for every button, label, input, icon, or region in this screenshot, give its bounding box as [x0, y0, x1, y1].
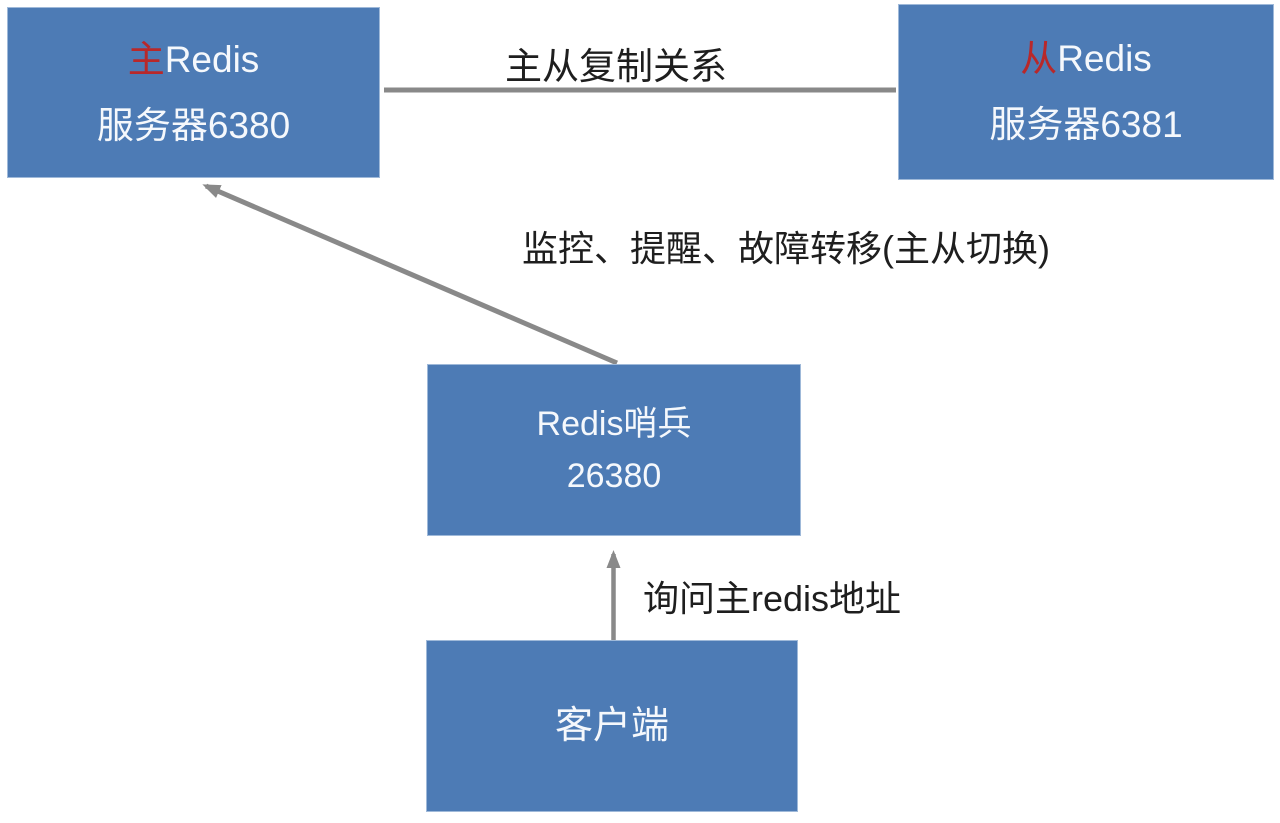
slave-role-char: 从 [1020, 38, 1058, 79]
edge-query-label: 询问主redis地址 [643, 578, 902, 619]
sentinel-title: Redis哨兵 [536, 405, 692, 443]
node-slave-redis: 从Redis 服务器6381 [898, 4, 1274, 180]
master-role-char: 主 [127, 38, 165, 80]
node-master-redis: 主Redis 服务器6380 [7, 7, 380, 178]
master-name-rest: Redis [164, 38, 260, 80]
sentinel-port: 26380 [566, 457, 662, 495]
node-redis-sentinel: Redis哨兵 26380 [427, 364, 801, 536]
master-subtitle: 服务器6380 [96, 104, 291, 146]
slave-title: 从Redis [1020, 26, 1152, 92]
edge-monitoring-label: 监控、提醒、故障转移(主从切换) [522, 228, 1050, 269]
node-client: 客户端 [426, 640, 798, 812]
slave-name-rest: Redis [1057, 38, 1152, 79]
client-title: 客户端 [554, 705, 669, 747]
master-title: 主Redis [128, 27, 260, 93]
edge-monitoring-arrow [202, 183, 618, 366]
edge-replication-label: 主从复制关系 [505, 46, 727, 87]
slave-subtitle: 服务器6381 [989, 104, 1183, 145]
